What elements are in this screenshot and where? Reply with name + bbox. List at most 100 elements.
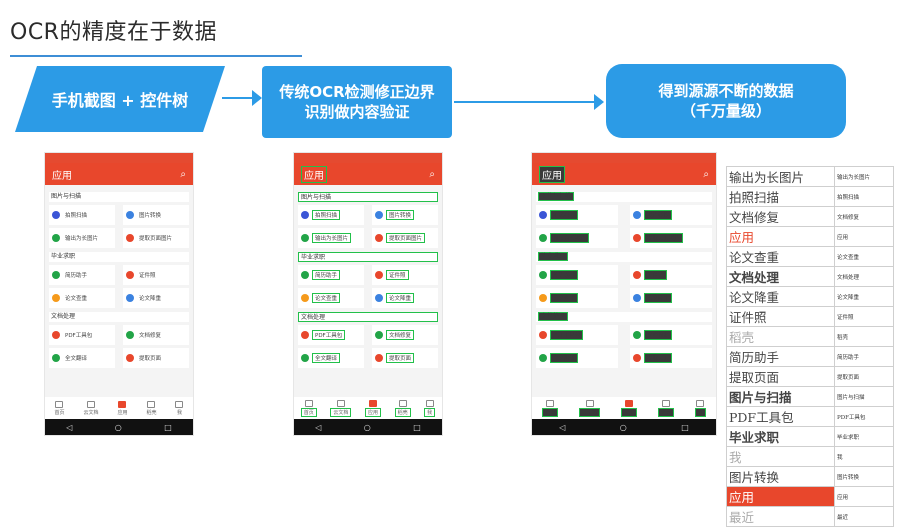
ocr-text-label: 我 xyxy=(834,446,894,467)
tab-label: 稻壳 xyxy=(394,407,411,417)
tile-icon xyxy=(301,331,309,339)
output-row: 输出为长图片输出为长图片 xyxy=(726,166,894,187)
tab-label: 首页 xyxy=(542,407,559,417)
tile-label: 提取页面图片 xyxy=(386,233,426,243)
tile-icon xyxy=(126,354,134,362)
app-tile: 拍照扫描 xyxy=(298,205,364,225)
tile-icon xyxy=(633,354,641,362)
nav-button: □ xyxy=(164,422,172,432)
section-title-label: 图片与扫描 xyxy=(51,193,82,200)
output-row: 文档处理文档处理 xyxy=(726,266,894,287)
output-row: 我我 xyxy=(726,446,894,467)
ocr-text-large: 应用 xyxy=(726,486,835,507)
tab-item: 我 xyxy=(175,400,184,416)
tile-label: 全文翻译 xyxy=(312,353,341,363)
tab-item: 应用 xyxy=(117,400,128,416)
phone-screenshot-original: 应用⌕图片与扫描拍照扫描图片转换输出为长图片提取页面图片毕业求职简历助手证件照论… xyxy=(44,152,194,436)
system-nav-bar: ◁○□ xyxy=(294,419,442,435)
app-tile: 提取页面 xyxy=(123,348,189,368)
section-title: 毕业求职 xyxy=(49,252,189,262)
tab-item: 首页 xyxy=(542,399,559,417)
ocr-text-large: 应用 xyxy=(726,226,835,247)
app-tile: 图片转换 xyxy=(630,205,712,225)
step-ocr-correction: 传统OCR检测修正边界 识别做内容验证 xyxy=(262,66,452,138)
tile-label: 论文降重 xyxy=(644,293,673,303)
tile-label: 全文翻译 xyxy=(65,356,88,362)
ocr-text-label: 毕业求职 xyxy=(834,426,894,447)
tile-icon xyxy=(539,354,547,362)
section-title: 文档处理 xyxy=(298,312,438,322)
tile-label: 拍照扫描 xyxy=(550,210,579,220)
section-title: 图片与扫描 xyxy=(536,192,712,202)
tile-icon xyxy=(375,271,383,279)
tile-icon xyxy=(539,271,547,279)
tile-icon xyxy=(633,271,641,279)
app-tile: 输出为长图片 xyxy=(298,228,364,248)
tile-icon xyxy=(301,271,309,279)
tile-icon xyxy=(633,234,641,242)
app-tile: 提取页面图片 xyxy=(630,228,712,248)
tile-label: 证件照 xyxy=(139,273,156,279)
section-title: 毕业求职 xyxy=(536,252,712,262)
tile-label: 输出为长图片 xyxy=(312,233,352,243)
tab-label: 稻壳 xyxy=(657,407,674,417)
tab-label: 稻壳 xyxy=(146,409,157,416)
output-row: 最近最近 xyxy=(726,506,894,527)
ocr-text-large: 图片与扫描 xyxy=(726,386,835,407)
app-tile: 证件照 xyxy=(630,265,712,285)
tile-label: 拍照扫描 xyxy=(312,210,341,220)
ocr-text-large: 毕业求职 xyxy=(726,426,835,447)
ocr-text-large: 输出为长图片 xyxy=(726,166,835,187)
app-header-title: 应用 xyxy=(52,170,72,182)
app-tile: 简历助手 xyxy=(536,265,618,285)
section-title-label: 毕业求职 xyxy=(538,252,569,261)
tab-item: 云文档 xyxy=(330,399,352,417)
app-tile: 提取页面图片 xyxy=(123,228,189,248)
ocr-text-large: 证件照 xyxy=(726,306,835,327)
tile-icon xyxy=(126,331,134,339)
ocr-text-label: 输出为长图片 xyxy=(834,166,894,187)
tab-label: 应用 xyxy=(364,407,381,417)
tab-label: 我 xyxy=(694,407,706,417)
tab-icon xyxy=(86,400,95,408)
tile-label: 全文翻译 xyxy=(550,353,579,363)
bottom-tab-bar: 首页云文档应用稻壳我 xyxy=(294,397,442,419)
tile-icon xyxy=(539,211,547,219)
tab-label: 我 xyxy=(176,409,182,416)
ocr-text-label: 最近 xyxy=(834,506,894,527)
bottom-tab-bar: 首页云文档应用稻壳我 xyxy=(45,397,193,419)
tile-label: 文档修复 xyxy=(386,330,415,340)
ocr-text-label: 拍照扫描 xyxy=(834,186,894,207)
app-tile: 提取页面 xyxy=(372,348,438,368)
tab-item: 云文档 xyxy=(83,400,99,416)
tile-icon xyxy=(539,294,547,302)
arrow-step2-to-step3 xyxy=(454,94,604,110)
tile-icon xyxy=(539,234,547,242)
step2-line2: 识别做内容验证 xyxy=(304,103,410,121)
tab-label: 应用 xyxy=(620,407,637,417)
output-row: 稻壳稻壳 xyxy=(726,326,894,347)
tile-row: 论文查重论文降重 xyxy=(536,288,712,308)
tile-icon xyxy=(301,211,309,219)
nav-button: ◁ xyxy=(315,422,322,432)
tile-label: PDF工具包 xyxy=(65,333,93,339)
app-tile: 输出为长图片 xyxy=(536,228,618,248)
search-icon: ⌕ xyxy=(180,168,186,180)
app-header-title: 应用 xyxy=(301,165,327,183)
tile-icon xyxy=(633,294,641,302)
app-tile: 提取页面 xyxy=(630,348,712,368)
ocr-text-label: 稻壳 xyxy=(834,326,894,347)
output-row: 论文降重论文降重 xyxy=(726,286,894,307)
output-row: 毕业求职毕业求职 xyxy=(726,426,894,447)
tile-row: PDF工具包文档修复 xyxy=(49,325,189,345)
app-tile: 论文降重 xyxy=(372,288,438,308)
app-tile: 图片转换 xyxy=(123,205,189,225)
tile-label: 图片转换 xyxy=(139,213,162,219)
system-nav-bar: ◁○□ xyxy=(532,419,716,435)
nav-button: ○ xyxy=(619,422,627,432)
tile-icon xyxy=(126,271,134,279)
app-tile: PDF工具包 xyxy=(298,325,364,345)
app-tile: 论文降重 xyxy=(123,288,189,308)
tab-icon xyxy=(398,399,407,407)
tile-label: 输出为长图片 xyxy=(550,233,590,243)
